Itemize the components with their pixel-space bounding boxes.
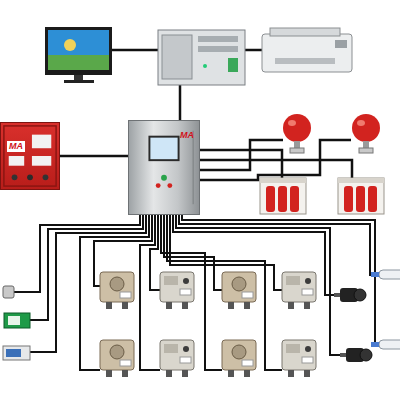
signal-cable xyxy=(14,215,379,370)
controller-box: MA xyxy=(128,120,200,215)
printer xyxy=(262,28,352,72)
power-box: MA xyxy=(0,122,60,190)
power-cable xyxy=(60,155,128,158)
brand-mark: MA xyxy=(180,131,194,140)
brand-mark: MA xyxy=(7,141,25,152)
explosion-proof-box xyxy=(1,123,59,189)
server-host xyxy=(158,30,245,85)
field-device xyxy=(3,286,30,360)
computer-monitor xyxy=(45,27,112,83)
